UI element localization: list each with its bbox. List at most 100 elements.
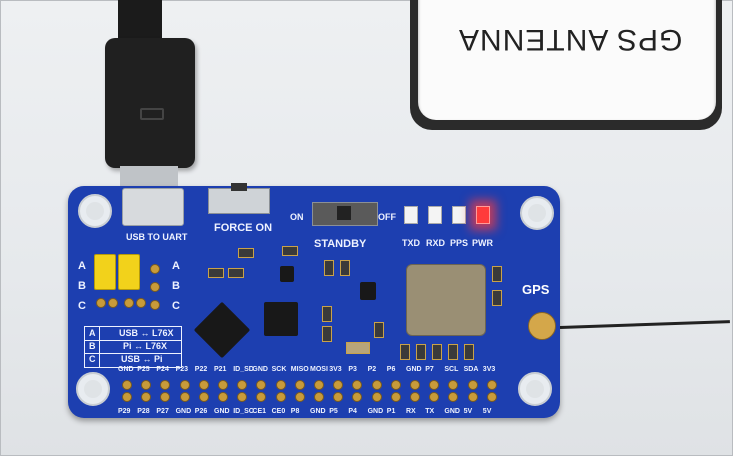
force-on-label: FORCE ON <box>214 222 273 234</box>
header-label-bottom: 5V <box>482 408 492 415</box>
header-label-bottom: GND <box>367 408 384 415</box>
gpio-pin <box>371 392 382 402</box>
header-label-top: P24 <box>156 366 169 373</box>
header-label-top: P22 <box>194 366 208 373</box>
resistor <box>492 290 502 306</box>
usb-uart-ic <box>193 301 251 359</box>
header-label-top: ID_SD <box>233 366 254 373</box>
led-rxd <box>428 206 442 224</box>
gpio-pin <box>141 380 152 390</box>
resistor <box>464 344 474 360</box>
gpio-pin <box>179 380 190 390</box>
led-pwr <box>476 206 490 224</box>
gpio-pin <box>410 380 420 390</box>
header-label-top: MISO <box>290 366 309 373</box>
jumper-left-b: B <box>78 280 86 292</box>
resistor <box>340 260 350 276</box>
level-shifter-ic <box>264 302 298 336</box>
gps-antenna: GPS ANTENNA <box>410 0 722 130</box>
led-pps <box>452 206 466 224</box>
header-label-top: SDA <box>463 366 479 373</box>
header-label-bottom: CE0 <box>271 408 286 415</box>
jumper-cap[interactable] <box>118 254 140 290</box>
antenna-face: GPS ANTENNA <box>418 0 716 120</box>
led-label-txd: TXD <box>402 238 420 248</box>
capacitor <box>346 342 370 354</box>
transistor <box>280 266 294 282</box>
header-label-top: P23 <box>175 366 189 373</box>
header-label-top: MOSI <box>310 366 328 373</box>
usb-connector <box>105 38 195 168</box>
resistor <box>322 326 332 342</box>
gpio-pin <box>429 380 440 390</box>
gpio-pin <box>390 380 401 390</box>
header-label-bottom: P1 <box>386 408 396 415</box>
micro-usb-port <box>122 188 184 226</box>
led-label-pwr: PWR <box>472 238 493 248</box>
resistor <box>322 306 332 322</box>
capacitor <box>208 268 224 278</box>
header-pin <box>150 264 160 274</box>
header-label-top: P25 <box>137 366 150 373</box>
header-pin <box>150 282 160 292</box>
header-label-bottom: P28 <box>137 408 150 415</box>
gpio-pin <box>410 392 420 402</box>
header-label-top: P6 <box>386 366 396 373</box>
jumper-cap[interactable] <box>94 254 116 290</box>
jumper-right-b: B <box>172 280 180 292</box>
header-label-bottom: P26 <box>194 408 208 415</box>
gpio-pin <box>467 392 478 402</box>
gpio-pin <box>486 380 497 390</box>
gpio-pin <box>314 392 324 402</box>
capacitor <box>228 268 244 278</box>
header-label-top: SCL <box>444 366 459 373</box>
header-label-bottom: GND <box>444 408 460 415</box>
gpio-pin <box>179 392 190 402</box>
gpio-pin <box>275 380 286 390</box>
header-label-bottom: P8 <box>290 408 300 415</box>
resistor <box>492 266 502 282</box>
usb-plug <box>120 166 178 186</box>
header-label-top: P3 <box>348 366 357 373</box>
usb-to-uart-label: USB TO UART <box>126 232 188 242</box>
gpio-pin <box>448 392 459 402</box>
gpio-pin <box>429 392 440 402</box>
header-label-top: SCK <box>271 366 287 373</box>
resistor <box>282 246 298 256</box>
led-label-rxd: RXD <box>426 238 446 248</box>
standby-switch <box>312 202 378 226</box>
mode-key-c: C <box>89 354 96 364</box>
header-label-top: P2 <box>367 366 377 373</box>
header-label-bottom: RX <box>406 408 416 415</box>
gpio-pin <box>371 380 382 390</box>
header-label-bottom: TX <box>425 408 435 415</box>
gpio-pin <box>122 380 132 390</box>
mode-key-b: B <box>89 341 96 351</box>
header-label-bottom: P29 <box>118 408 131 415</box>
header-pin <box>136 298 146 308</box>
gpio-pin <box>160 392 171 402</box>
header-label-bottom: GND <box>310 408 326 415</box>
mode-value-a: USB ↔ L76X <box>119 328 174 338</box>
resistor <box>448 344 458 360</box>
gpio-pin <box>198 380 209 390</box>
mode-value-c: USB ↔ Pi <box>121 354 163 364</box>
resistor <box>238 248 254 258</box>
header-label-top: P7 <box>425 366 434 373</box>
mounting-hole <box>518 372 552 406</box>
gpio-pin <box>160 380 171 390</box>
jumper-right-c: C <box>172 300 180 312</box>
usb-logo <box>140 108 164 120</box>
gpio-pin <box>237 380 248 390</box>
gpio-pin <box>275 392 286 402</box>
mounting-hole <box>520 196 554 230</box>
resistor <box>374 322 384 338</box>
header-label-bottom: ID_SC <box>233 408 254 415</box>
header-label-top: 3V3 <box>482 366 496 373</box>
header-label-bottom: GND <box>214 408 230 415</box>
header-pin <box>150 300 160 310</box>
gpio-pin <box>218 392 228 402</box>
resistor <box>400 344 410 360</box>
jumper-right-a: A <box>172 260 180 272</box>
gpio-pin <box>198 392 209 402</box>
